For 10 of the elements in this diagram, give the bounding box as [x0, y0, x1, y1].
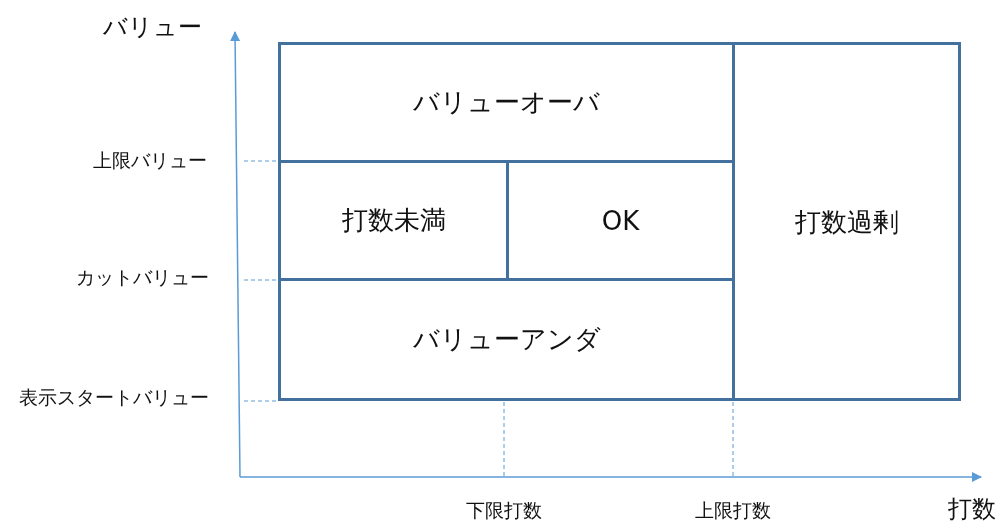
tick-label: カットバリュー [76, 267, 209, 289]
region-box: バリューオーバ [278, 42, 735, 163]
region-box: バリューアンダ [278, 278, 735, 401]
axis-label: 打数 [948, 496, 996, 524]
axis-label: バリュー [103, 14, 202, 42]
tick-label: 上限打数 [695, 500, 771, 522]
tick-label: 下限打数 [466, 500, 542, 522]
tick-label: 上限バリュー [93, 150, 207, 172]
region-box: 打数過剰 [732, 42, 961, 401]
tick-label: 表示スタートバリュー [19, 387, 209, 409]
